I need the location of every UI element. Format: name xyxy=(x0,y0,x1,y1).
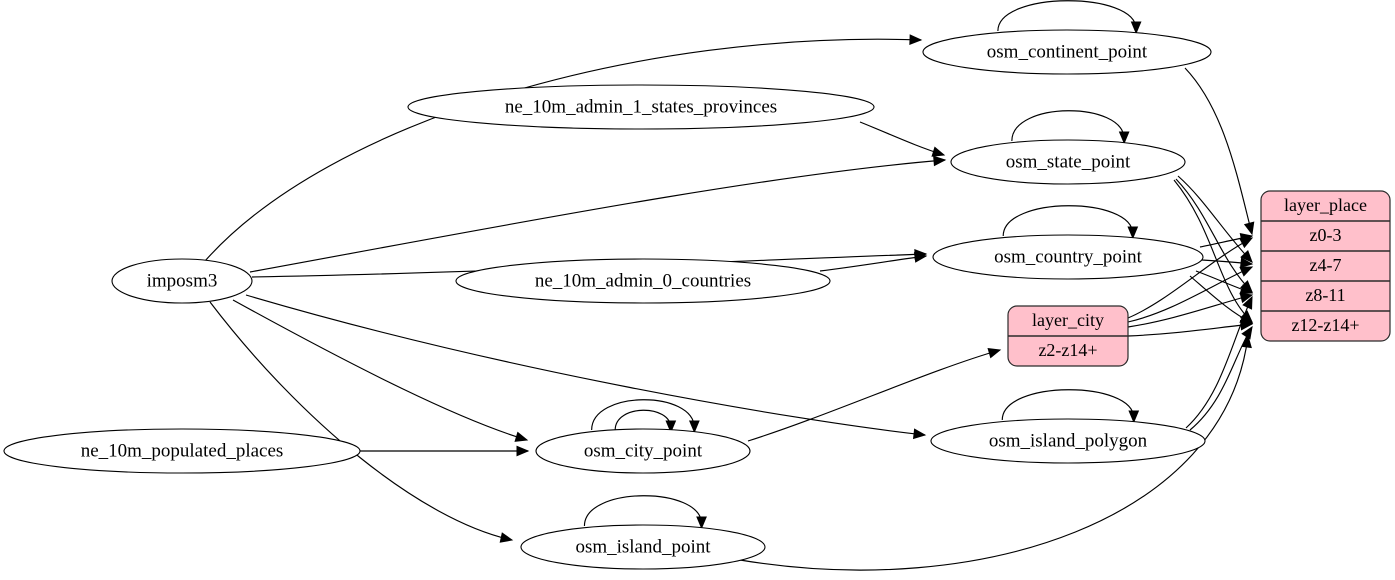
self-loop-osm_island_polygon xyxy=(1001,389,1140,424)
edge-layer_city-layer_place-z8-11 xyxy=(1127,292,1254,328)
node-shape xyxy=(3,428,361,474)
self-loop-osm_city_point xyxy=(614,409,677,434)
edge-imposm3-osm_island_polygon xyxy=(245,294,927,440)
edge-imposm3-osm_state_point xyxy=(249,155,947,273)
edge-osm_island_point-layer_place-z12-z14+ xyxy=(739,334,1252,571)
node-osm_country_point[interactable]: osm_country_point xyxy=(932,234,1204,280)
edge-layer_city-layer_place-z12-z14+ xyxy=(1127,319,1254,337)
edge-imposm3-osm_island_point xyxy=(209,301,514,543)
edge-ne_states-osm_state_point xyxy=(859,121,946,157)
edge-ne_places-osm_city_point xyxy=(359,445,530,457)
node-layer: imposm3 ne_10m_admin_1_states_provincesne… xyxy=(3,29,1212,570)
node-shape xyxy=(922,29,1212,75)
edge-imposm3-osm_continent_point xyxy=(204,34,923,262)
edge-osm_country_point-layer_place-z4-7 xyxy=(1201,257,1254,269)
edge-layer_city-layer_place-z0-3 xyxy=(1127,237,1254,319)
self-loop-osm_city_point xyxy=(591,399,700,434)
node-shape xyxy=(932,234,1204,280)
node-shape xyxy=(520,524,766,570)
self-loop-osm_country_point xyxy=(1002,205,1139,240)
node-ne_countries[interactable]: ne_10m_admin_0_countries xyxy=(455,258,831,304)
edge-layer xyxy=(204,34,1255,571)
node-shape xyxy=(535,428,751,474)
self-loop-layer xyxy=(583,0,1142,530)
node-osm_island_point[interactable]: osm_island_point xyxy=(520,524,766,570)
edge-osm_state_point-layer_place-z4-7 xyxy=(1177,175,1253,263)
node-shape xyxy=(111,258,253,304)
node-ne_states[interactable]: ne_10m_admin_1_states_provinces xyxy=(407,84,875,130)
edge-osm_country_point-layer_place-z8-11 xyxy=(1195,270,1254,295)
edge-imposm3-osm_city_point xyxy=(232,299,529,442)
edge-layer_city-layer_place-z4-7 xyxy=(1127,266,1254,323)
node-osm_city_point[interactable]: osm_city_point xyxy=(535,428,751,474)
node-osm_island_polygon[interactable]: osm_island_polygon xyxy=(930,418,1206,464)
layer_place-box xyxy=(1260,190,1391,342)
self-loop-osm_continent_point xyxy=(997,0,1142,35)
node-shape xyxy=(950,139,1186,185)
node-shape xyxy=(407,84,875,130)
edge-ne_countries-osm_country_point xyxy=(819,252,928,272)
self-loop-osm_state_point xyxy=(1011,110,1130,145)
edge-osm_city_point-layer_city xyxy=(747,347,1002,442)
node-ne_places[interactable]: ne_10m_populated_places xyxy=(3,428,361,474)
edge-osm_continent_point-layer_place-z0-3 xyxy=(1184,67,1255,236)
node-shape xyxy=(930,418,1206,464)
edge-osm_island_polygon-layer_place-z12-z14+ xyxy=(1189,325,1253,431)
node-shape xyxy=(455,258,831,304)
self-loop-osm_island_point xyxy=(583,495,707,530)
node-imposm3[interactable]: imposm3 xyxy=(111,258,253,304)
edge-osm_island_polygon-layer_place-z8-11 xyxy=(1185,295,1253,429)
node-osm_state_point[interactable]: osm_state_point xyxy=(950,139,1186,185)
node-osm_continent_point[interactable]: osm_continent_point xyxy=(922,29,1212,75)
